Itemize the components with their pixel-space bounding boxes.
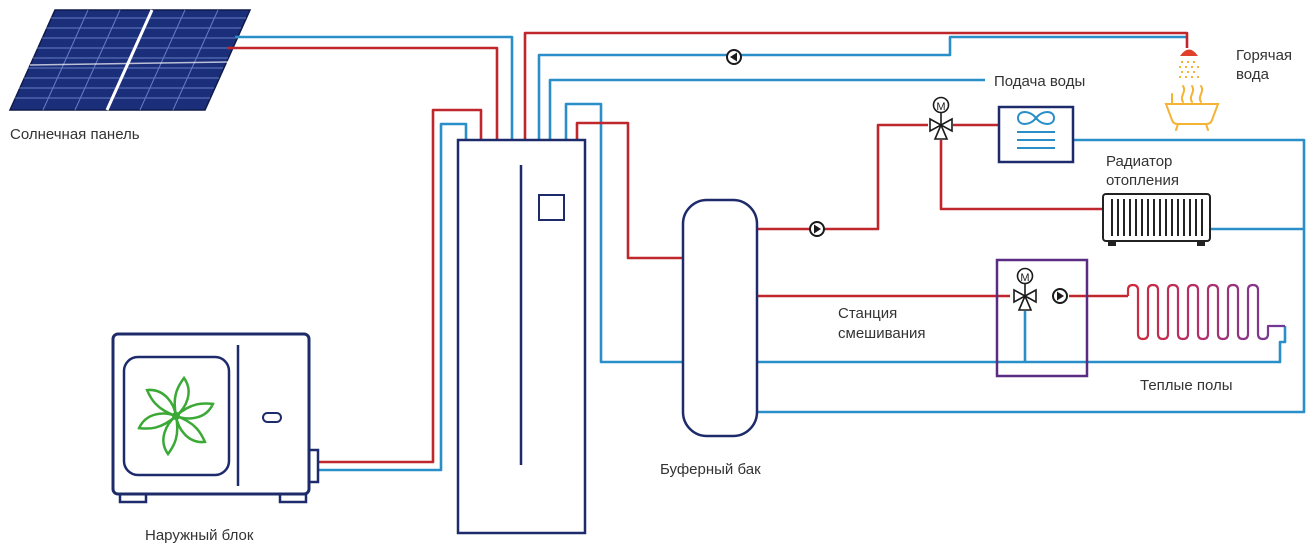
- hot-pipes: [227, 31, 1189, 464]
- indoor-unit-icon: [456, 138, 587, 535]
- floor-heating-coil-icon: [1126, 283, 1285, 341]
- three-way-valve-icon: M: [929, 96, 953, 140]
- outdoor-unit-icon: [111, 332, 320, 504]
- fan-coil-icon: [997, 105, 1075, 164]
- label-water-supply: Подача воды: [994, 73, 1085, 90]
- mixing-station-frame: [995, 258, 1089, 378]
- shower-bathtub-icon: [1164, 49, 1220, 131]
- circulation-pump-icon: [809, 221, 825, 237]
- circulation-pump-icon: [726, 49, 742, 65]
- labels: Солнечная панель Наружный блок Буферный …: [10, 47, 1292, 544]
- label-mixing-station-line2: смешивания: [838, 325, 926, 342]
- cold-pipes: [235, 35, 1306, 472]
- label-floor-heating: Теплые полы: [1140, 377, 1233, 394]
- label-hot-water-line1: Горячая: [1236, 47, 1292, 64]
- three-way-valve-icon: M: [1013, 267, 1037, 311]
- buffer-tank-icon: [681, 198, 759, 438]
- circulation-pump-icon: [1052, 288, 1068, 304]
- label-radiator-line2: отопления: [1106, 172, 1179, 189]
- label-hot-water-line2: вода: [1236, 66, 1270, 83]
- motor-valve-letter: M: [936, 101, 945, 113]
- fan-icon: [137, 375, 215, 457]
- label-mixing-station-line1: Станция: [838, 305, 897, 322]
- label-radiator-line1: Радиатор: [1106, 153, 1172, 170]
- label-outdoor-unit: Наружный блок: [145, 527, 254, 544]
- motor-valve-letter: M: [1020, 272, 1029, 284]
- label-buffer-tank: Буферный бак: [660, 461, 761, 478]
- radiator-icon: [1102, 193, 1211, 246]
- solar-panel-icon: [8, 9, 252, 111]
- label-solar-panel: Солнечная панель: [10, 126, 140, 143]
